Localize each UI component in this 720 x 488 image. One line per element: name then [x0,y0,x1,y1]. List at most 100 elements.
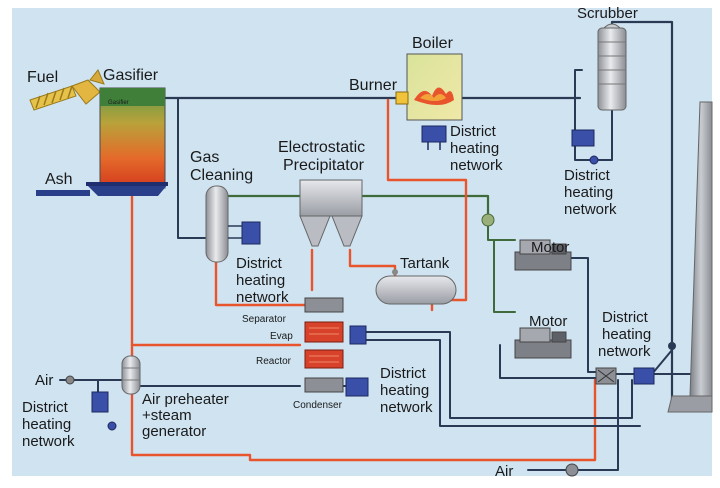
air-pipe-bottom [527,379,619,471]
boiler-heat-exchanger [421,125,447,150]
water-pipe-scrubber [574,69,613,161]
gas-pipe-cleaning [177,97,206,239]
burner-label: Burner [349,77,398,94]
esp-body [299,179,363,217]
evap-heat-exchanger [349,325,367,345]
esp-hopper-2 [331,215,363,247]
boiler-flame-core [420,94,446,101]
dhn-condenser-label-2: heating [380,382,429,399]
gasifier-top [100,88,165,106]
esp-hopper-1 [299,215,331,247]
gas-cleaning-label-1: Gas [190,149,219,166]
dhn-scrubber-label-3: network [564,201,617,218]
air-preheater-label-1: Air preheater [142,391,229,408]
pump-icon [107,421,117,431]
hx-stack-1-cross [597,369,615,383]
fuel-arrow [89,69,105,85]
condenser-unit [304,377,344,393]
ash-label: Ash [45,171,73,188]
flue-pipe-bottom [130,343,597,462]
tartank [375,269,457,305]
dhn-boiler-label-1: District [450,123,497,140]
flue-pipe-gascleaning [214,260,307,307]
dhn-scrubber-label-1: District [564,167,611,184]
air-bottom-fan-icon [565,463,579,477]
electrostatic-precipitator [299,179,363,247]
esp-label-2: Precipitator [283,157,365,174]
reactor-label: Reactor [256,356,292,367]
dhn-stack-label-1: District [602,309,649,326]
hx-body [571,129,595,147]
hx-body [241,221,261,245]
dhn-condenser-label-3: network [380,399,433,416]
dhn-boiler-label-2: heating [450,140,499,157]
hx-pipes [228,225,242,239]
scrubber [571,23,627,165]
gas-cleaning-vessel [205,185,229,263]
dhn-preheater-label-3: network [22,433,75,450]
boiler-flame [414,87,454,105]
evap-label: Evap [270,331,293,342]
gas-cleaning-label-2: Cleaning [190,167,253,184]
hx-body [345,377,369,397]
dhn-scrubber-label-2: heating [564,184,613,201]
motor-lower-head [551,331,567,343]
fuel-label: Fuel [27,69,58,86]
motor-lower-label: Motor [529,313,567,330]
tartank-inlet [392,269,398,275]
scrubber-heat-exchanger [571,129,599,165]
gasifier [86,87,168,196]
air-preheater-vessel [121,355,141,395]
gasifier-plate-label: Gasifier [108,100,129,106]
chimney-stack [667,101,713,413]
gas-pipe-motor-top [487,225,516,313]
separator-unit [304,297,344,313]
gasifier-base [86,182,168,186]
reactor-stack [304,297,369,397]
water-pipe-evap-2 [364,339,641,427]
water-pipe-evap [364,331,633,419]
gas-pipe-esp [226,194,490,218]
gas-cleaning-unit [205,185,261,263]
boiler [395,53,463,150]
water-pipe-motor-2 [499,344,605,379]
fuel-feeder [29,69,105,111]
hx-body [349,325,367,345]
air-inlet-valve [65,375,75,385]
scrubber-top-dome [602,23,622,29]
reactor-unit [304,349,344,369]
tartank-label: Tartank [400,255,450,272]
dhn-gascleaning-label-1: District [236,255,283,272]
burner [395,91,409,105]
dhn-condenser-label-1: District [380,365,427,382]
hx-legs [427,142,441,150]
gasifier-hopper [86,184,168,196]
separator-label: Separator [242,314,287,325]
pump-icon [589,155,599,165]
dhn-boiler-label-3: network [450,157,503,174]
gas-cleaning-heat-exchanger [228,221,261,245]
evap-coils [309,327,339,335]
stack-heat-exchangers [595,342,676,385]
dhn-gascleaning-label-3: network [236,289,289,306]
motor-lower [514,327,572,359]
ash-outlet [36,190,90,196]
diagram-bottom-band [12,476,712,488]
scrubber-column [597,27,627,111]
tartank-vessel [375,275,457,305]
dhn-stack-label-3: network [598,343,651,360]
motor-upper-label: Motor [531,239,569,256]
air-preheater [65,355,141,431]
evap-unit [304,321,344,343]
scrubber-bands [598,41,626,85]
scrubber-label: Scrubber [577,5,638,22]
air-preheater-bands [122,367,140,381]
motor-lower-body [519,327,551,343]
condenser-heat-exchanger [345,377,369,397]
motor-upper-head [551,243,567,255]
preheater-heat-exchanger [91,391,117,431]
chimney-base [667,395,713,413]
dhn-gascleaning-label-2: heating [236,272,285,289]
dhn-preheater-label-2: heating [22,416,71,433]
